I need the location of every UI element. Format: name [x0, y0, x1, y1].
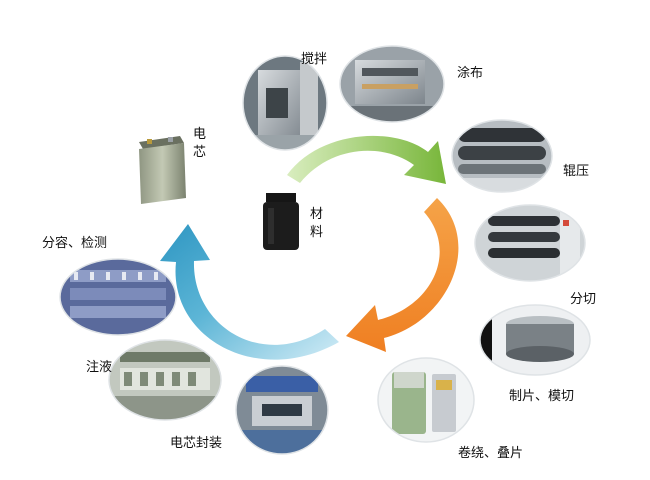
label-die-cut: 制片、模切: [509, 389, 575, 404]
label-material-char-2: 料: [310, 225, 324, 240]
battery-cell-image: [139, 136, 186, 204]
rolling-photo: [451, 119, 553, 193]
label-cell-char-1: 电: [193, 127, 207, 142]
coating-photo: [339, 45, 445, 123]
label-formation-testing: 分容、检测: [42, 236, 108, 251]
label-material-char-1: 材: [310, 207, 324, 222]
electrolyte-filling-photo: [108, 339, 222, 421]
label-cell: 电 芯: [193, 126, 209, 162]
label-mixing: 搅拌: [301, 52, 328, 67]
label-electrolyte-filling: 注液: [86, 360, 113, 375]
label-slitting: 分切: [570, 292, 597, 307]
formation-testing-photo: [59, 258, 177, 336]
slitting-photo: [474, 204, 586, 282]
die-cut-photo: [479, 304, 591, 376]
cycle-arrow-green: [287, 135, 446, 184]
label-cell-packaging: 电芯封装: [170, 436, 223, 451]
mixing-photo: [242, 55, 328, 151]
label-coating: 涂布: [457, 66, 484, 81]
label-cell-char-2: 芯: [193, 145, 207, 160]
label-winding-stacking: 卷绕、叠片: [458, 446, 524, 461]
winding-photo: [377, 357, 475, 443]
cycle-arrow-orange: [346, 198, 459, 352]
label-rolling: 辊压: [563, 164, 590, 179]
cycle-arrow-teal: [160, 224, 339, 360]
material-jar-image: [263, 193, 299, 250]
cell-packaging-photo: [235, 365, 329, 455]
label-material: 材 料: [310, 206, 326, 242]
